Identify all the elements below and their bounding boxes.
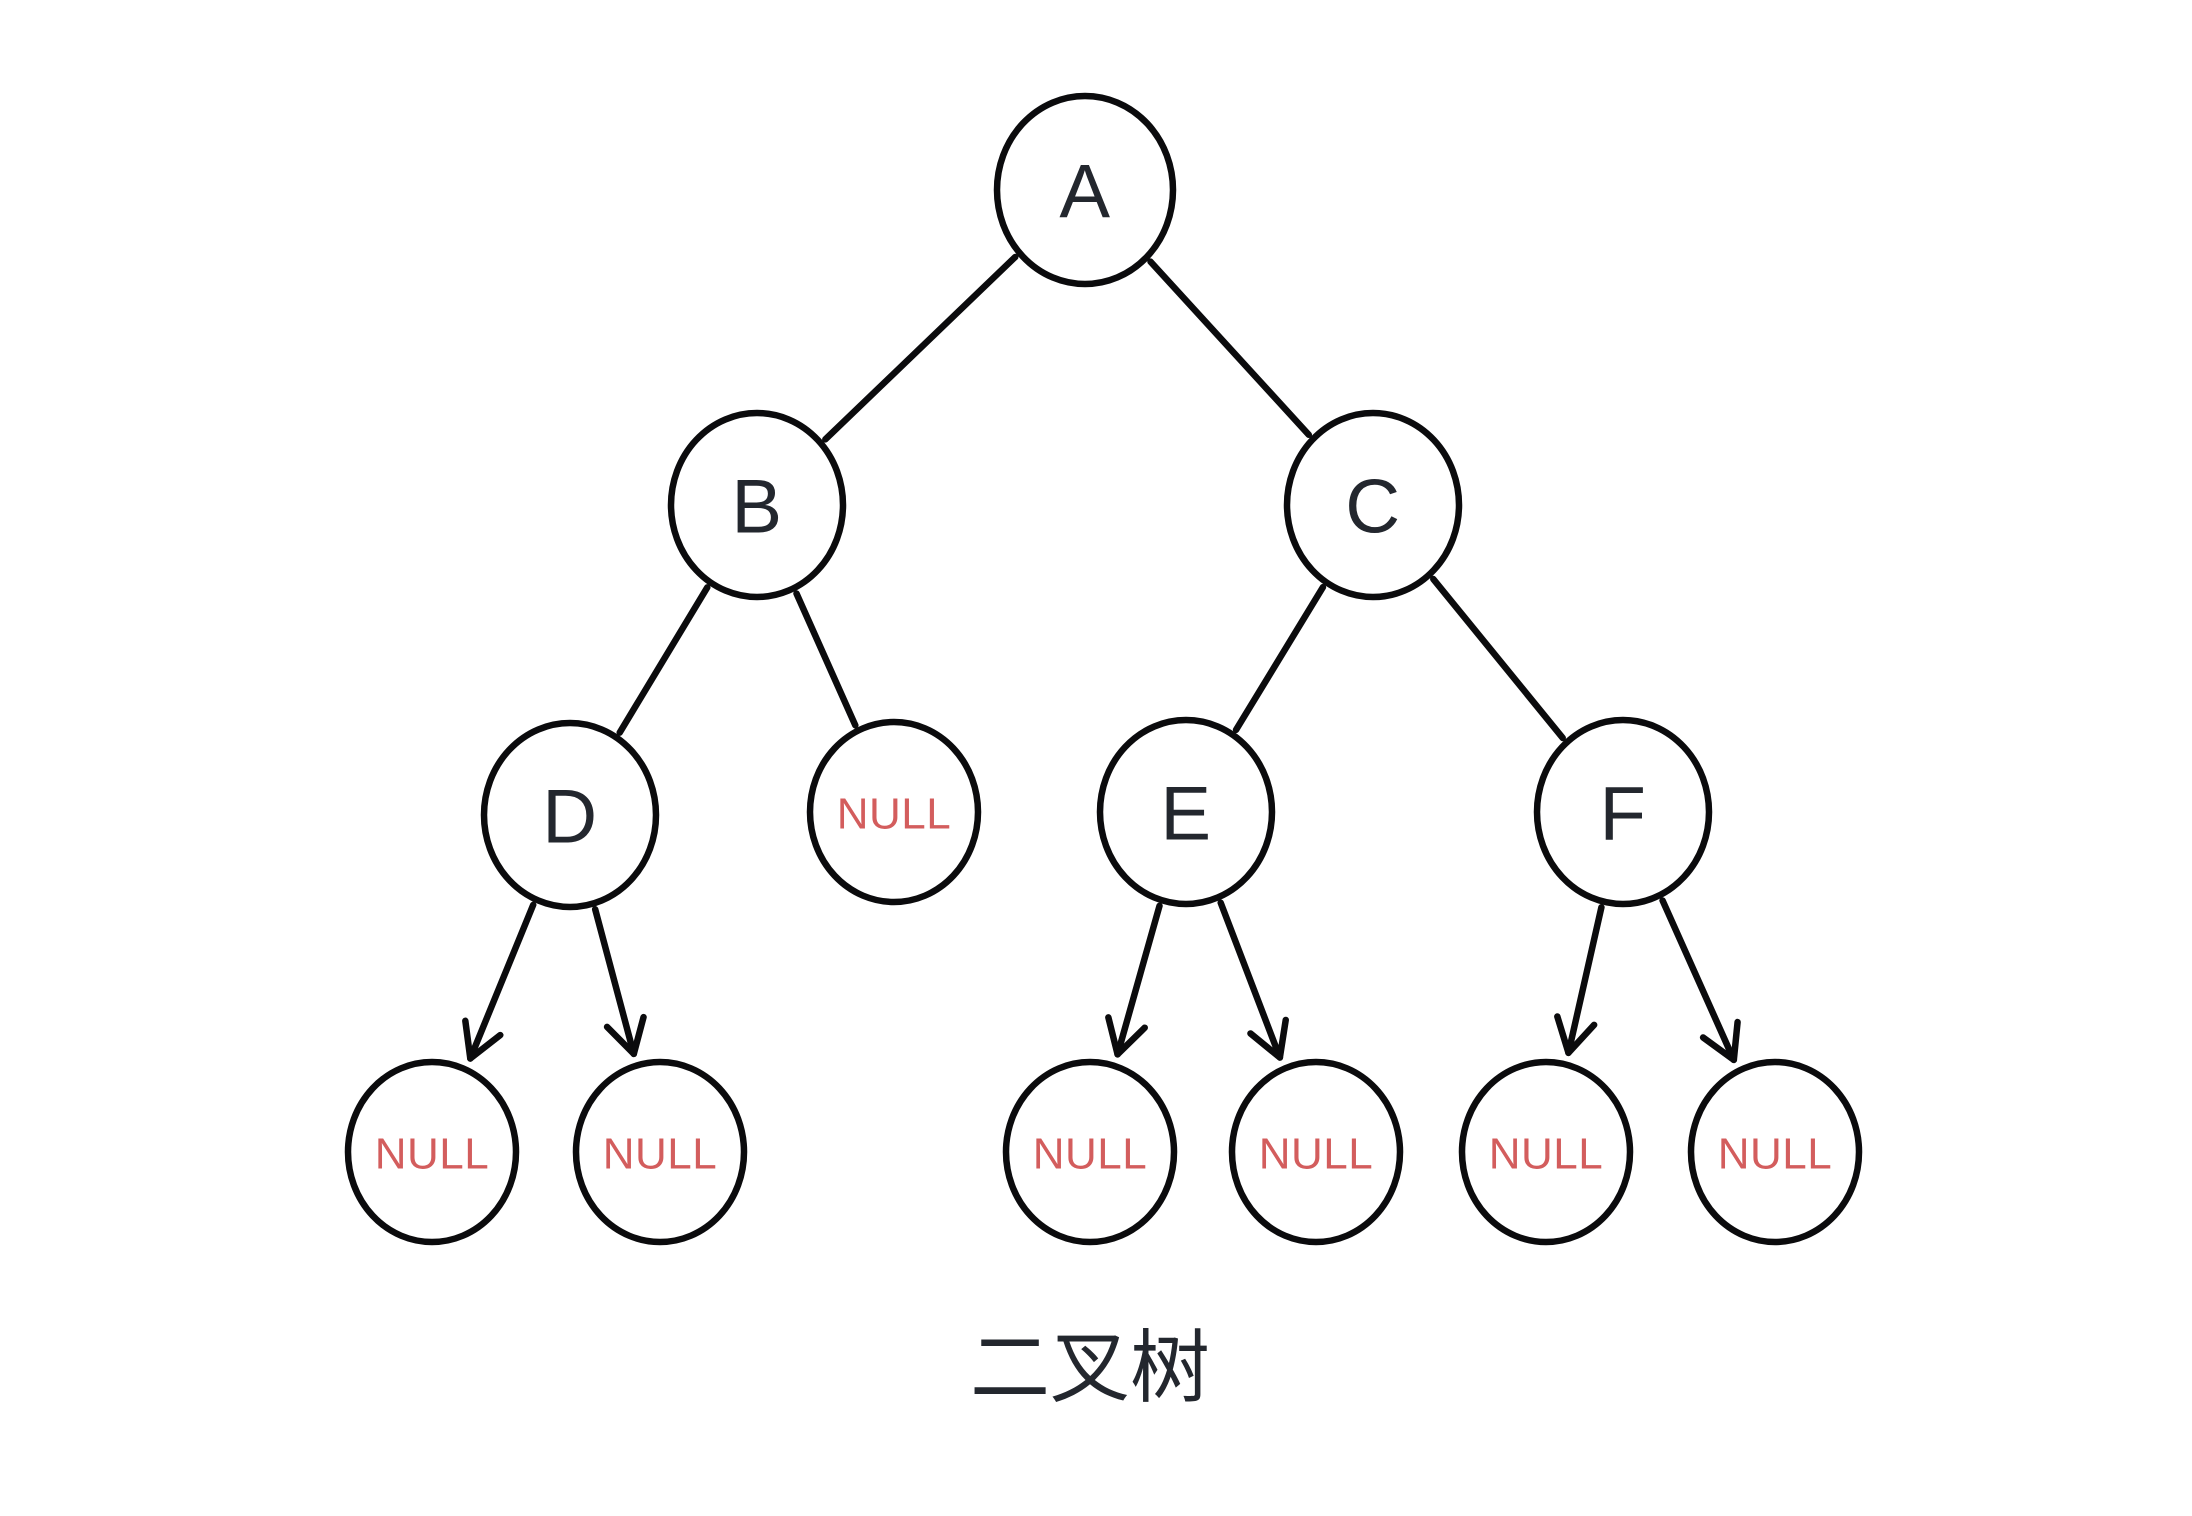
- arrowhead-icon: [1105, 1014, 1148, 1058]
- edge-line: [1659, 897, 1738, 1064]
- node-circle[interactable]: [344, 1058, 520, 1246]
- node-circle[interactable]: [480, 719, 660, 911]
- node-label: D: [542, 775, 597, 860]
- edge-line: [1232, 583, 1327, 734]
- tree-node-d[interactable]: D: [480, 719, 660, 911]
- tree-node-c[interactable]: C: [1283, 409, 1463, 601]
- node-circle[interactable]: [1687, 1058, 1863, 1246]
- node-circle[interactable]: [1096, 716, 1276, 908]
- node-label: E: [1160, 772, 1211, 857]
- tree-edge-d-to-n2: [462, 901, 537, 1062]
- tree-node-n2[interactable]: NULL: [344, 1058, 520, 1246]
- node-circle[interactable]: [667, 409, 847, 601]
- tree-node-n5[interactable]: NULL: [1228, 1058, 1404, 1246]
- edge-line: [793, 590, 859, 729]
- node-circle[interactable]: [1533, 716, 1713, 908]
- tree-node-e[interactable]: E: [1096, 716, 1276, 908]
- edge-line: [1565, 904, 1605, 1057]
- node-label-null: NULL: [375, 1130, 490, 1179]
- tree-node-b[interactable]: B: [667, 409, 847, 601]
- node-label: A: [1059, 150, 1110, 235]
- tree-node-a[interactable]: A: [993, 92, 1177, 288]
- diagram-caption: 二叉树: [970, 1324, 1210, 1413]
- node-label-null: NULL: [1033, 1130, 1148, 1179]
- node-label-null: NULL: [837, 790, 952, 839]
- node-label: B: [731, 465, 782, 550]
- edge-line: [591, 906, 638, 1058]
- tree-edge-e-to-n5: [1217, 899, 1289, 1061]
- tree-node-f[interactable]: F: [1533, 716, 1713, 908]
- tree-edge-a-to-c: [1147, 258, 1313, 439]
- nodes-layer: A B C D NULL E F NULL NULL NULL NULL NULL NULL: [344, 92, 1863, 1246]
- node-circle[interactable]: [1283, 409, 1463, 601]
- edges-layer: [462, 253, 1741, 1064]
- tree-edge-b-to-d: [616, 584, 711, 736]
- node-circle[interactable]: [806, 718, 982, 906]
- node-label: F: [1600, 772, 1647, 857]
- arrowhead-icon: [462, 1017, 504, 1062]
- edge-line: [822, 253, 1019, 443]
- node-label-null: NULL: [1259, 1130, 1374, 1179]
- arrowhead-icon: [603, 1013, 647, 1058]
- tree-edge-e-to-n4: [1105, 902, 1163, 1058]
- tree-edge-f-to-n7: [1659, 897, 1741, 1064]
- arrowhead-icon: [1699, 1018, 1741, 1064]
- edge-line: [616, 584, 711, 736]
- tree-node-n7[interactable]: NULL: [1687, 1058, 1863, 1246]
- node-circle[interactable]: [1458, 1058, 1634, 1246]
- tree-edge-f-to-n6: [1554, 904, 1605, 1057]
- node-circle[interactable]: [1002, 1058, 1178, 1246]
- tree-edge-d-to-n3: [591, 906, 647, 1058]
- node-label: C: [1345, 465, 1400, 550]
- node-label-null: NULL: [603, 1130, 718, 1179]
- edge-line: [1217, 899, 1284, 1061]
- node-label-null: NULL: [1718, 1130, 1833, 1179]
- node-circle[interactable]: [1228, 1058, 1404, 1246]
- tree-node-n4[interactable]: NULL: [1002, 1058, 1178, 1246]
- arrowhead-icon: [1247, 1016, 1289, 1061]
- edge-line: [1147, 258, 1313, 439]
- edge-line: [1114, 902, 1163, 1058]
- edge-line: [1430, 575, 1566, 742]
- tree-edge-b-to-n1: [793, 590, 859, 729]
- edge-line: [467, 901, 537, 1062]
- tree-edge-c-to-e: [1232, 583, 1327, 734]
- tree-node-n6[interactable]: NULL: [1458, 1058, 1634, 1246]
- tree-node-n3[interactable]: NULL: [572, 1058, 748, 1246]
- tree-edge-a-to-b: [822, 253, 1019, 443]
- node-label-null: NULL: [1489, 1130, 1604, 1179]
- tree-edge-c-to-f: [1430, 575, 1566, 742]
- tree-node-n1[interactable]: NULL: [806, 718, 982, 906]
- node-circle[interactable]: [572, 1058, 748, 1246]
- arrowhead-icon: [1554, 1013, 1598, 1057]
- node-circle[interactable]: [993, 92, 1177, 288]
